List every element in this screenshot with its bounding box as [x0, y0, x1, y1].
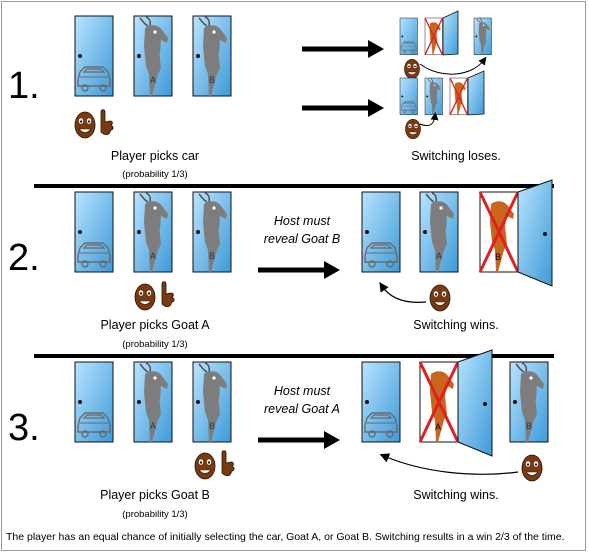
picks-label: Player picks car — [111, 149, 199, 163]
svg-text:A: A — [150, 421, 156, 431]
svg-text:B: B — [495, 252, 501, 262]
host-line-2: reveal Goat B — [264, 232, 340, 246]
face-icon — [521, 454, 543, 482]
svg-text:B: B — [209, 75, 215, 85]
door-goat-b: B — [509, 361, 549, 443]
door-car — [361, 191, 401, 273]
door-car — [74, 361, 114, 443]
outcome-b-revealed — [399, 70, 485, 140]
row-2: 2. A B Player picks Goat A (probability … — [8, 179, 553, 350]
result-label: Switching loses. — [411, 149, 501, 163]
svg-text:A: A — [150, 75, 156, 85]
door-goat-a: A — [419, 191, 459, 273]
row-number: 2. — [8, 237, 40, 279]
probability: (probability 1/3) — [122, 169, 187, 180]
face-icon — [134, 283, 156, 311]
result-label: Switching wins. — [413, 318, 498, 332]
face-icon — [194, 452, 216, 480]
row-number: 3. — [8, 407, 40, 449]
face-icon — [404, 58, 420, 80]
door-car — [74, 191, 114, 273]
door-car — [74, 15, 114, 97]
open-door — [517, 179, 553, 287]
face-icon — [405, 118, 421, 140]
face-icon — [429, 284, 451, 312]
picks-label: Player picks Goat A — [100, 318, 210, 332]
svg-text:B: B — [526, 421, 532, 431]
door-goat-a: A — [133, 361, 173, 443]
pointing-hand-icon — [161, 281, 175, 308]
door-car — [361, 361, 401, 443]
probability: (probability 1/3) — [122, 339, 187, 350]
svg-text:A: A — [436, 251, 442, 261]
host-line-2: reveal Goat A — [264, 402, 340, 416]
switch-arrow — [379, 453, 519, 475]
revealed-goat-a: A — [418, 361, 460, 443]
revealed-goat-b: B — [478, 191, 520, 273]
door-goat-b: B — [192, 361, 232, 443]
probability: (probability 1/3) — [122, 509, 187, 520]
caption: The player has an equal chance of initia… — [6, 531, 565, 543]
result-label: Switching wins. — [413, 488, 498, 502]
pointing-hand-icon — [100, 109, 114, 136]
outcome-a-revealed — [399, 10, 492, 80]
picks-label: Player picks Goat B — [100, 488, 210, 502]
door-goat-a: A — [133, 191, 173, 273]
svg-text:A: A — [435, 422, 441, 432]
svg-text:B: B — [209, 251, 215, 261]
door-goat-a: A — [133, 15, 173, 97]
face-icon — [74, 111, 96, 139]
row-number: 1. — [8, 65, 40, 107]
row-3: 3. A B Player picks Goat B (probability … — [8, 349, 549, 520]
door-goat-b: B — [192, 191, 232, 273]
pointing-hand-icon — [221, 450, 235, 477]
host-line-1: Host must — [274, 214, 331, 228]
svg-text:A: A — [150, 251, 156, 261]
host-line-1: Host must — [274, 384, 331, 398]
switch-arrow — [379, 282, 427, 303]
open-door — [457, 349, 493, 457]
svg-text:B: B — [209, 421, 215, 431]
player — [74, 109, 114, 139]
row-1: 1. A B Player picks car (probability 1/3… — [8, 10, 501, 180]
door-goat-b: B — [192, 15, 232, 97]
